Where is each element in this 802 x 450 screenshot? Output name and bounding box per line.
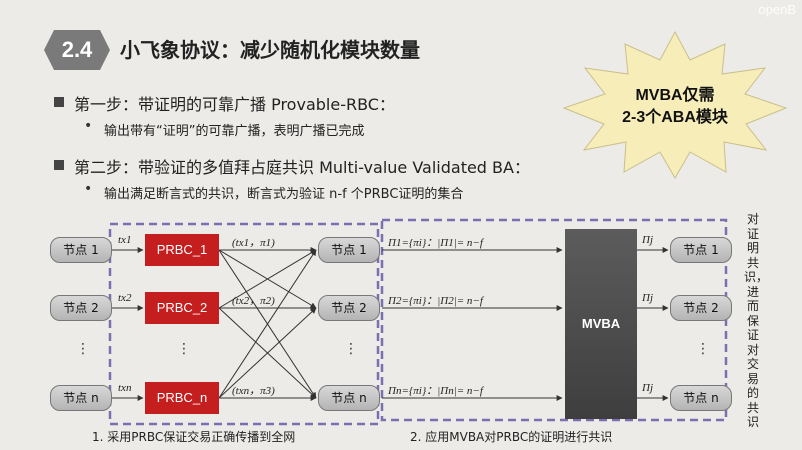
out-label-2: Πj — [642, 292, 653, 304]
proof-label-2: (tx2，π2) — [232, 295, 275, 307]
section-number: 2.4 — [61, 37, 93, 62]
pi-set-label-2: Π2={πi}：|Π2|= n−f — [388, 295, 483, 307]
bullet-sub-2: 输出满足断言式的共识，断言式为验证 n-f 个PRBC证明的集合 — [104, 187, 464, 202]
tx-label-1: tx1 — [118, 234, 132, 246]
bullet-heading-1: 第一步：带证明的可靠广播 Provable-RBC： — [74, 95, 395, 114]
callout-line-2: 2-3个ABA模块 — [622, 109, 728, 126]
node-out-2: 节点 2 — [670, 295, 732, 321]
proof-label-n: (txn，π3) — [232, 385, 275, 397]
node-mid-2: 节点 2 — [318, 295, 380, 321]
out-label-1: Πj — [642, 234, 653, 246]
ellipsis-mid: ⋮ — [344, 341, 358, 357]
node-out-n: 节点 n — [670, 385, 732, 411]
ellipsis-out: ⋮ — [696, 341, 710, 357]
ellipsis-prbc: ⋮ — [177, 341, 191, 357]
callout-star-shape — [562, 30, 788, 180]
tx-label-2: tx2 — [118, 292, 132, 304]
bullet-square-icon — [54, 160, 64, 170]
caption-left: 1. 采用PRBC保证交易正确传播到全网 — [92, 430, 296, 444]
pi-set-label-1: Π1={πi}：|Π1|= n−f — [388, 237, 483, 249]
bullet-heading-2: 第二步：带验证的多值拜占庭共识 Multi-value Validated BA… — [74, 158, 530, 177]
callout-text: MVBA仅需 2-3个ABA模块 — [600, 85, 750, 129]
pi-set-label-n: Πn={πi}：|Πn|= n−f — [388, 385, 483, 397]
bullet-square-icon — [54, 97, 64, 107]
proof-label-1: (tx1，π1) — [232, 237, 275, 249]
brand-logo: openB — [758, 2, 796, 17]
ellipsis-in: ⋮ — [76, 341, 90, 357]
out-label-n: Πj — [642, 382, 653, 394]
prbc-box-1: PRBC_1 — [145, 234, 219, 266]
bullet-sub-1: 输出带有“证明”的可靠广播，表明广播已完成 — [104, 124, 365, 139]
prbc-box-2: PRBC_2 — [145, 292, 219, 324]
section-badge-shape — [44, 30, 110, 70]
node-mid-n: 节点 n — [318, 385, 380, 411]
prbc-phase-box — [108, 222, 380, 426]
node-in-n: 节点 n — [50, 385, 112, 411]
mvba-box: MVBA — [565, 229, 637, 419]
bullet-dot-icon: • — [84, 118, 93, 134]
node-in-2: 节点 2 — [50, 295, 112, 321]
callout-line-1: MVBA仅需 — [635, 87, 715, 104]
node-out-1: 节点 1 — [670, 237, 732, 263]
node-in-1: 节点 1 — [50, 237, 112, 263]
side-note: 对证明共识，进而保证对交易的共识 — [744, 212, 769, 429]
tx-label-n: txn — [118, 382, 132, 394]
bullet-dot-icon: • — [84, 181, 93, 197]
caption-right: 2. 应用MVBA对PRBC的证明进行共识 — [410, 430, 613, 444]
page-title: 小飞象协议：减少随机化模块数量 — [120, 38, 420, 62]
node-mid-1: 节点 1 — [318, 237, 380, 263]
prbc-box-n: PRBC_n — [145, 382, 219, 414]
